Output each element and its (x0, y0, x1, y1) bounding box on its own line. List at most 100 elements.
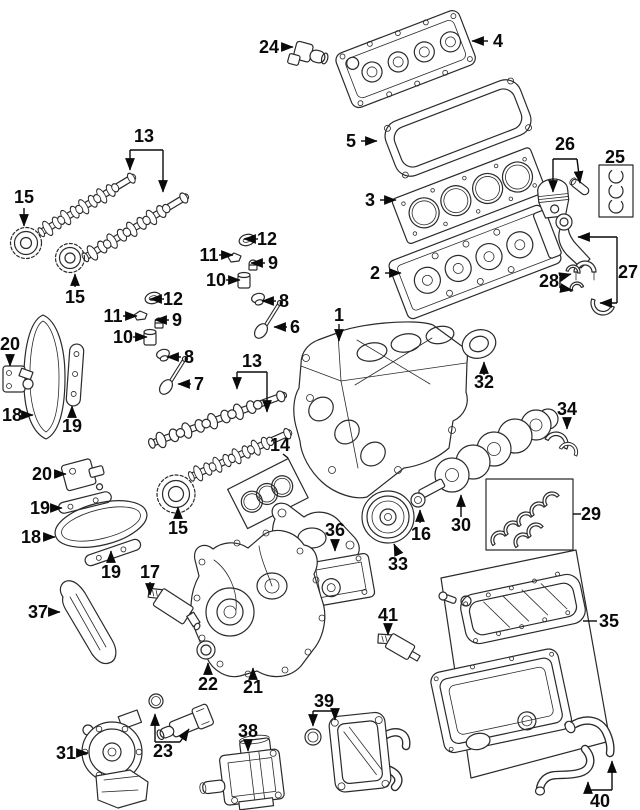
valve-cover-gasket (384, 77, 532, 179)
callout-22[interactable]: 22 (198, 662, 218, 694)
callout-15b[interactable]: 15 (65, 273, 85, 307)
callout-39-label: 39 (314, 691, 334, 711)
callout-29-label: 29 (581, 504, 601, 524)
callout-1[interactable]: 1 (334, 305, 344, 342)
callout-19b-label: 19 (30, 498, 50, 518)
callout-21[interactable]: 21 (243, 667, 263, 697)
callout-18a[interactable]: 18 (2, 405, 34, 425)
cylinder-head (388, 204, 562, 320)
callout-32[interactable]: 32 (474, 361, 494, 392)
valve-keeper-a (248, 259, 258, 271)
valve-7 (158, 355, 189, 395)
callout-6[interactable]: 6 (273, 317, 300, 337)
pan-bolt (438, 591, 472, 607)
callout-4[interactable]: 4 (471, 31, 503, 51)
callout-11a[interactable]: 11 (199, 245, 234, 265)
callout-9a[interactable]: 9 (250, 253, 278, 273)
callout-11b-label: 11 (103, 306, 122, 326)
callout-15a[interactable]: 15 (14, 187, 34, 227)
callout-3[interactable]: 3 (365, 190, 397, 210)
front-crank-seal (196, 640, 216, 660)
callout-2[interactable]: 2 (370, 263, 402, 283)
callout-23[interactable]: 23 (150, 713, 190, 761)
callout-18b[interactable]: 18 (21, 527, 56, 547)
callout-36-label: 36 (325, 520, 345, 540)
callout-5[interactable]: 5 (346, 131, 378, 151)
cam-sprocket-c (156, 474, 196, 514)
callout-12a[interactable]: 12 (243, 229, 277, 249)
callout-28[interactable]: 28 (539, 271, 573, 293)
callout-29[interactable]: 29 (573, 504, 601, 524)
callout-19b[interactable]: 19 (30, 498, 63, 518)
callout-2-label: 2 (370, 263, 380, 283)
callout-19c-label: 19 (101, 562, 121, 582)
callout-7[interactable]: 7 (177, 374, 204, 394)
callout-26-label: 26 (555, 134, 575, 154)
callout-41[interactable]: 41 (378, 605, 398, 636)
callout-33[interactable]: 33 (388, 543, 408, 574)
callout-15a-label: 15 (14, 187, 34, 207)
callout-34[interactable]: 34 (557, 399, 577, 430)
callout-10b[interactable]: 10 (113, 327, 148, 347)
callout-37-label: 37 (28, 602, 48, 622)
callout-20a-label: 20 (0, 334, 20, 354)
callout-33-label: 33 (388, 554, 408, 574)
callout-31-label: 31 (56, 743, 76, 763)
callout-13a[interactable]: 13 (125, 126, 168, 193)
chain-guide-upper (65, 343, 85, 407)
callout-35[interactable]: 35 (583, 611, 619, 631)
rocker-pad-a (237, 232, 257, 248)
callout-4-label: 4 (493, 31, 503, 51)
rear-main-seal (461, 329, 497, 359)
callout-8a-label: 8 (279, 291, 289, 311)
callout-20b-label: 20 (32, 464, 52, 484)
crank-pulley (361, 490, 415, 544)
callout-10a[interactable]: 10 (206, 270, 241, 290)
callout-20b[interactable]: 20 (32, 464, 67, 484)
callout-6-label: 6 (290, 317, 300, 337)
callout-13b[interactable]: 13 (232, 351, 272, 413)
callout-40-label: 40 (590, 791, 610, 810)
callout-12b[interactable]: 12 (149, 289, 183, 309)
callout-15c[interactable]: 15 (168, 506, 188, 538)
oring-23 (148, 693, 164, 709)
callout-11b[interactable]: 11 (103, 306, 138, 326)
callout-27-label: 27 (618, 262, 638, 282)
callout-17[interactable]: 17 (140, 562, 160, 596)
callout-34-label: 34 (557, 399, 577, 419)
snap-ring-set-box (598, 164, 634, 218)
thrust-washers (544, 427, 582, 457)
callout-8b[interactable]: 8 (166, 347, 194, 367)
callout-9a-label: 9 (268, 253, 278, 273)
callout-19a[interactable]: 19 (62, 405, 82, 436)
callout-8a[interactable]: 8 (261, 291, 289, 311)
valve-cover (335, 10, 476, 109)
callout-16[interactable]: 16 (411, 509, 431, 544)
callout-19a-label: 19 (62, 416, 82, 436)
callout-24[interactable]: 24 (259, 37, 294, 57)
callout-39[interactable]: 39 (308, 691, 340, 727)
callout-40[interactable]: 40 (583, 760, 617, 810)
callout-20a[interactable]: 20 (0, 334, 20, 367)
callout-31[interactable]: 31 (56, 743, 89, 763)
callout-26[interactable]: 26 (548, 134, 584, 193)
callout-30-label: 30 (451, 515, 471, 535)
callout-38[interactable]: 38 (238, 721, 258, 752)
callout-30[interactable]: 30 (451, 494, 471, 535)
spring-seat-b (154, 347, 172, 364)
timing-cover (190, 529, 326, 678)
callout-9b-label: 9 (172, 310, 182, 330)
callout-11a-label: 11 (199, 245, 218, 265)
callout-9b[interactable]: 9 (154, 310, 182, 330)
oil-pan-upper (460, 571, 586, 645)
callout-8b-label: 8 (184, 347, 194, 367)
callout-1-label: 1 (334, 305, 344, 325)
callout-13a-label: 13 (134, 126, 154, 146)
callout-19c[interactable]: 19 (101, 550, 121, 582)
callout-37[interactable]: 37 (28, 602, 61, 622)
callout-36[interactable]: 36 (325, 520, 345, 552)
camshaft-position-sensor (287, 40, 329, 66)
callout-25[interactable]: 25 (605, 147, 625, 167)
callout-14[interactable]: 14 (270, 435, 290, 459)
callout-27[interactable]: 27 (577, 232, 638, 308)
